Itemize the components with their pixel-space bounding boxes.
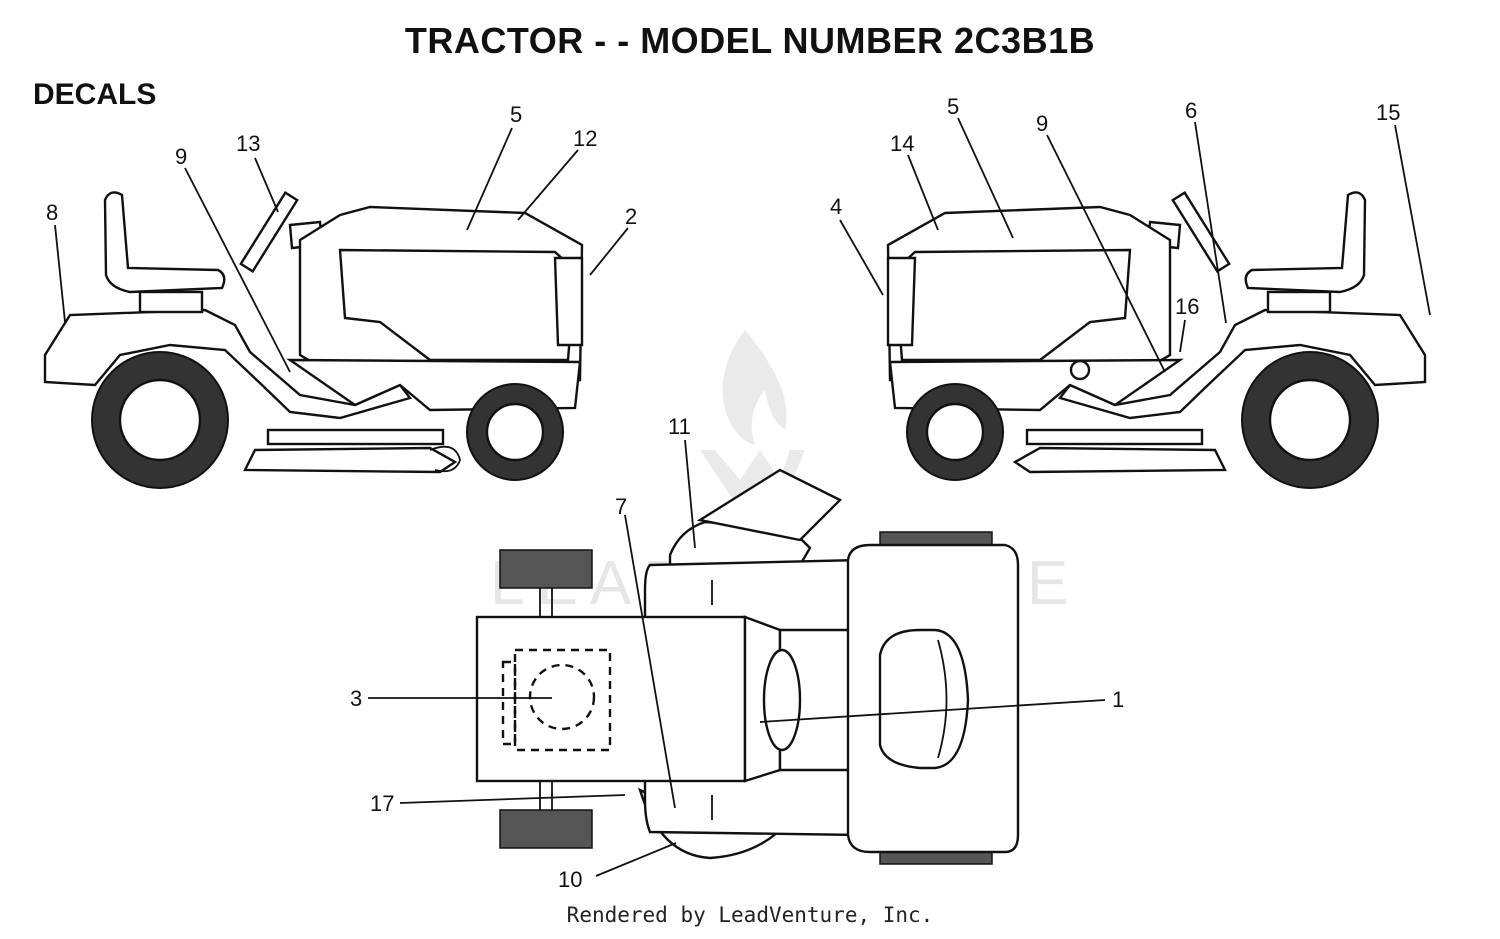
callout-top-7: 7 xyxy=(615,494,627,519)
section-label: DECALS xyxy=(33,78,157,111)
callout-right-6: 6 xyxy=(1185,98,1197,123)
footer-credit: Rendered by LeadVenture, Inc. xyxy=(566,903,934,927)
callout-right-16: 16 xyxy=(1175,294,1199,319)
callout-labels: 8 9 13 5 12 2 4 14 5 9 6 15 16 11 7 3 1 … xyxy=(46,94,1400,892)
diagram-title: TRACTOR - - MODEL NUMBER 2C3B1B xyxy=(404,20,1096,61)
tractor-top-view xyxy=(475,468,1020,865)
callout-top-10: 10 xyxy=(558,867,582,892)
callout-right-9: 9 xyxy=(1036,111,1048,136)
callout-left-9: 9 xyxy=(175,144,187,169)
callout-right-14: 14 xyxy=(890,131,914,156)
callout-left-12: 12 xyxy=(573,126,597,151)
callout-top-1: 1 xyxy=(1112,687,1124,712)
tractor-left-view xyxy=(43,191,584,489)
callout-top-11: 11 xyxy=(668,414,691,439)
callout-right-4: 4 xyxy=(830,194,842,219)
callout-left-2: 2 xyxy=(625,204,637,229)
callout-top-3: 3 xyxy=(350,686,362,711)
tractor-right-view xyxy=(886,191,1427,489)
callout-left-5: 5 xyxy=(510,102,522,127)
callout-right-5: 5 xyxy=(947,94,959,119)
leader-lines xyxy=(54,117,1431,877)
callout-right-15: 15 xyxy=(1376,100,1400,125)
callout-left-8: 8 xyxy=(46,200,58,225)
callout-left-13: 13 xyxy=(236,131,260,156)
callout-top-17: 17 xyxy=(370,791,394,816)
